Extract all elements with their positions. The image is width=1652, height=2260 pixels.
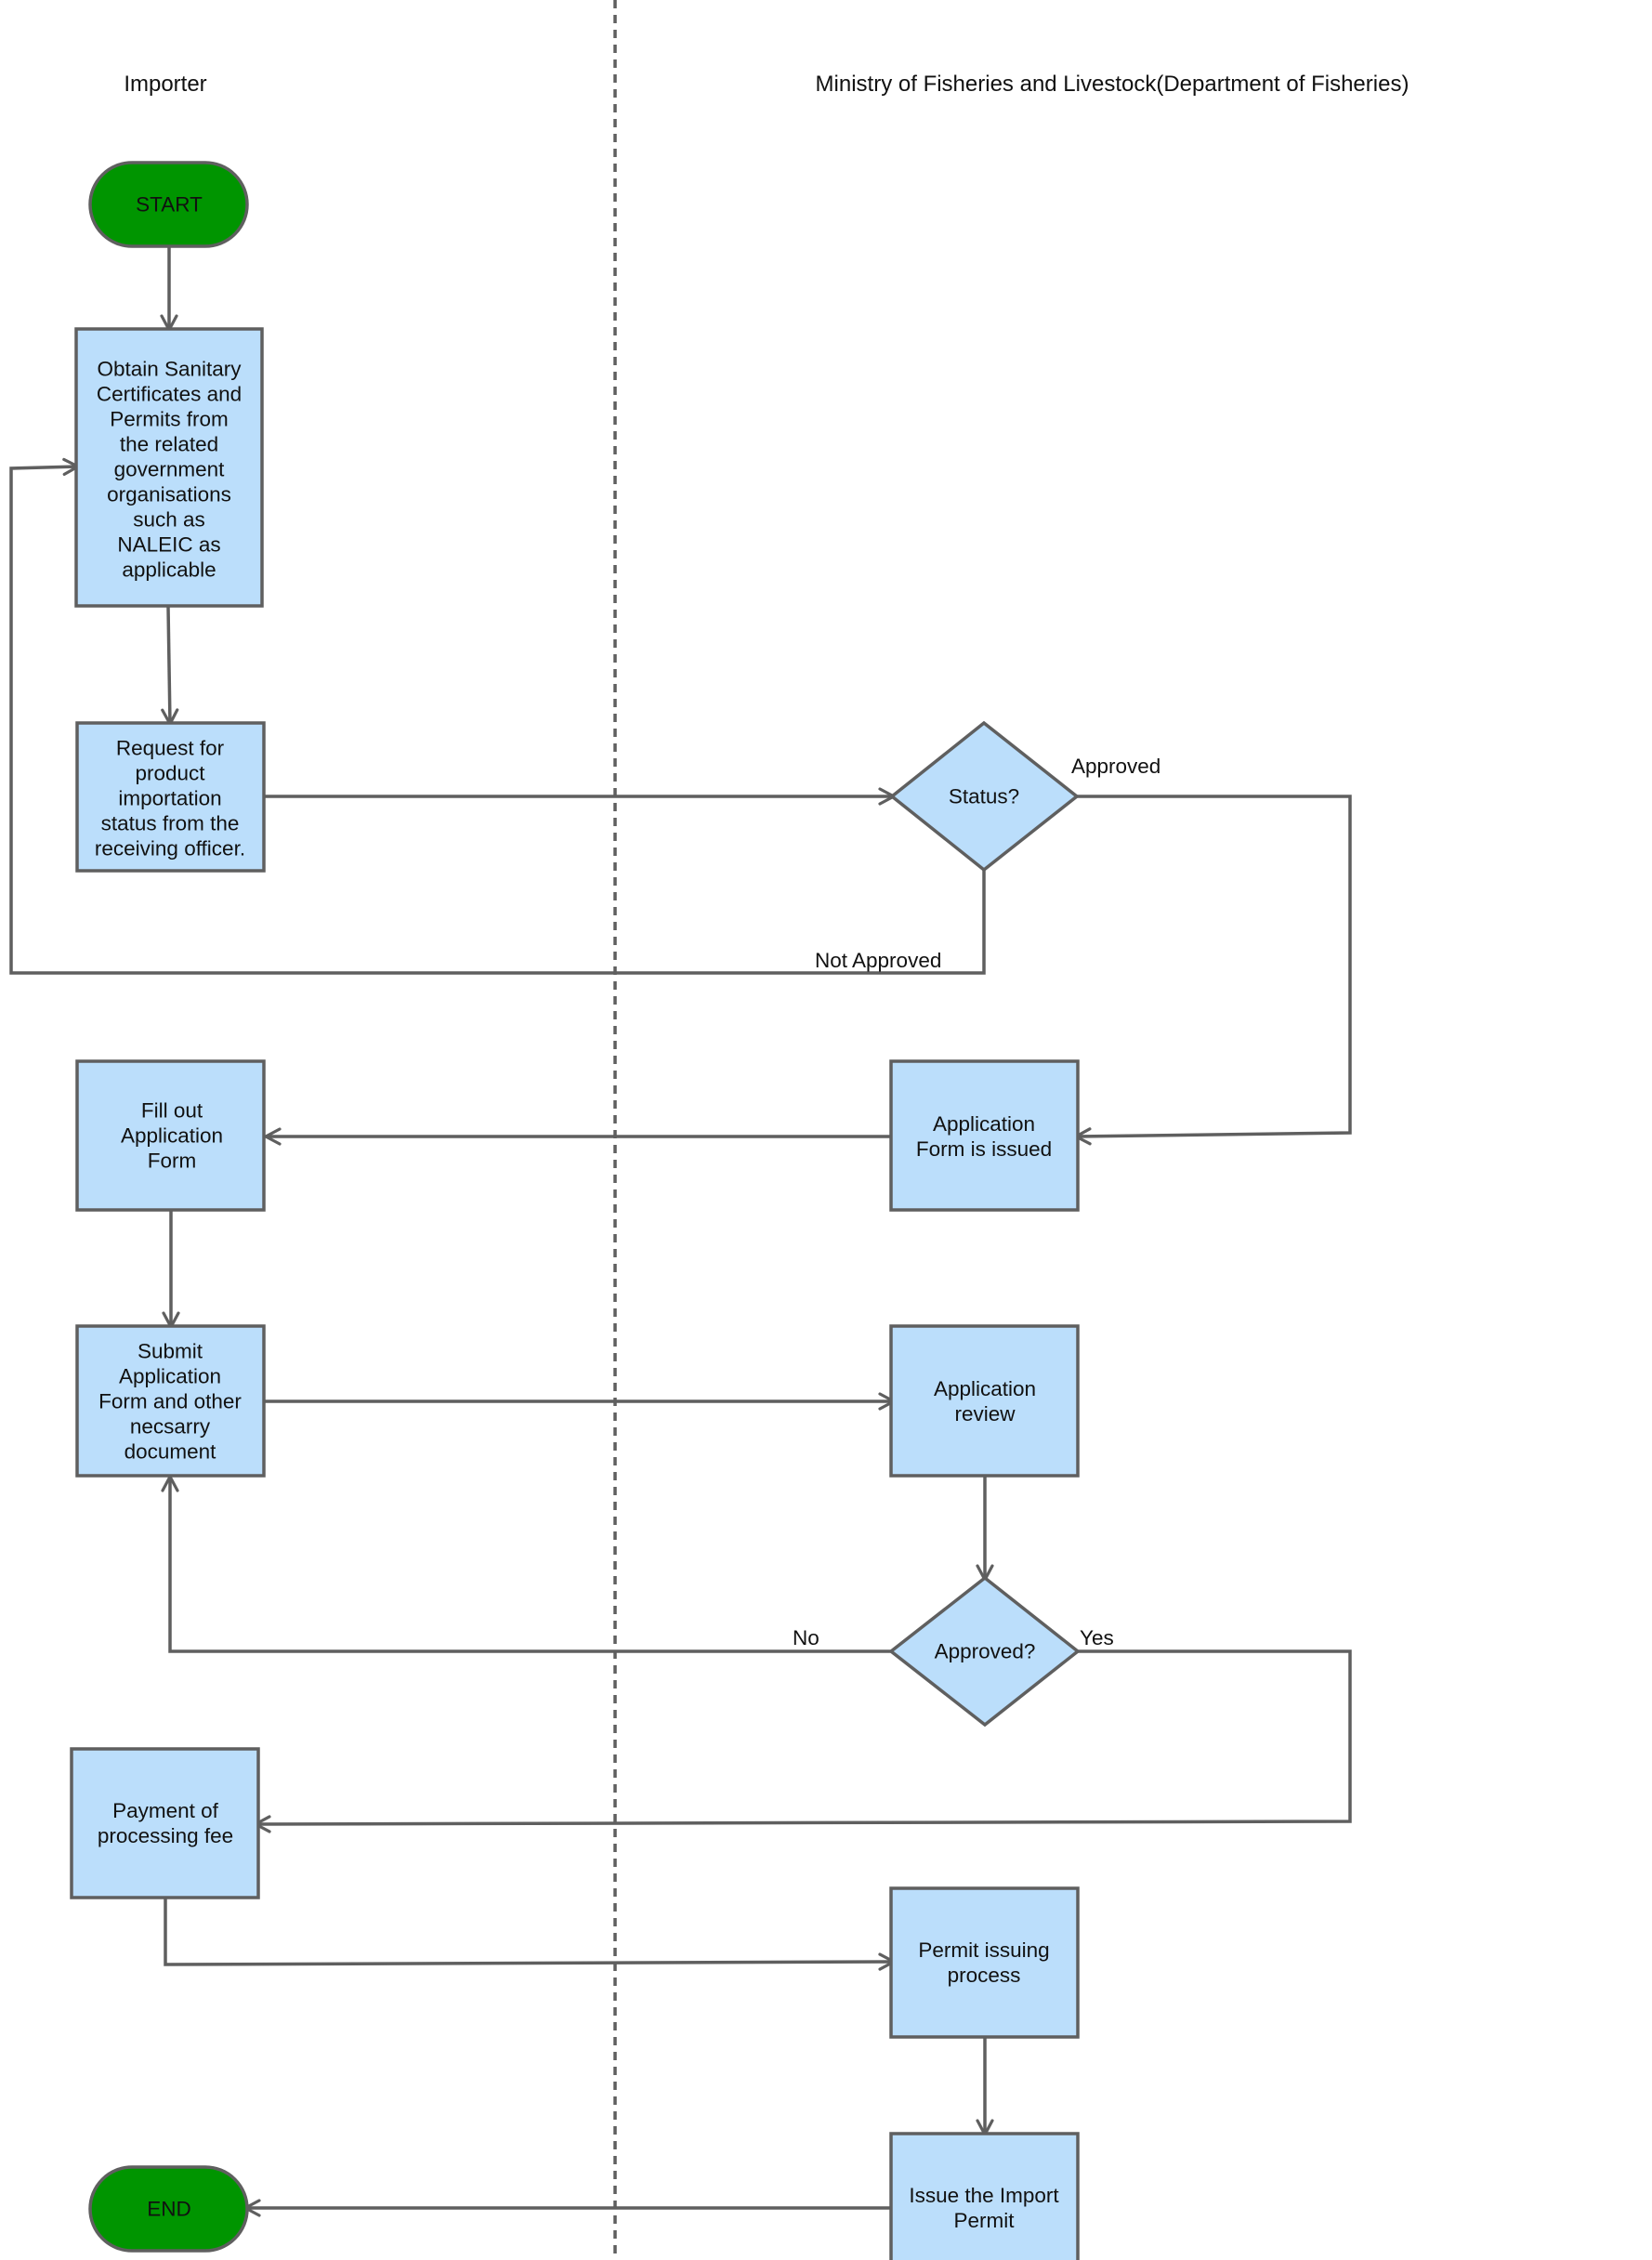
approved-decision: Approved? <box>888 1575 1081 1728</box>
edges <box>9 246 1352 2217</box>
edge-status-not-approved-loop <box>9 457 986 975</box>
node-label-line: START <box>136 193 203 217</box>
node-label-line: Permits from <box>110 408 229 431</box>
status-decision: Status? <box>889 720 1080 873</box>
node-label-line: Application <box>119 1365 221 1388</box>
edge-approved-no-to-submit <box>161 1475 891 1653</box>
edge-label-no: No <box>793 1626 819 1649</box>
node-label: END <box>147 2198 191 2221</box>
node-label-line: Approved? <box>935 1640 1036 1663</box>
node-label-line: Certificates and <box>97 383 242 406</box>
node-label-line: importation <box>118 787 221 810</box>
node-label-line: such as <box>133 508 205 532</box>
node-label-line: status from the <box>101 812 240 835</box>
node-label-line: Request for <box>116 737 225 760</box>
node-label-line: Submit <box>138 1340 203 1363</box>
edge-payment-to-permit-process <box>164 1898 896 1971</box>
node-label-line: applicable <box>122 558 216 582</box>
node-label-line: receiving officer. <box>95 837 245 861</box>
node-label-line: Issue the Import <box>909 2184 1059 2207</box>
node-label-line: processing fee <box>98 1824 233 1847</box>
edge-label-approved: Approved <box>1071 755 1160 778</box>
node-label-line: the related <box>120 433 218 456</box>
edge-obtain-to-request <box>161 606 179 726</box>
edge-status-approved-to-form-issued <box>1074 795 1352 1146</box>
node-label: START <box>136 193 203 217</box>
node-label-line: organisations <box>107 483 231 506</box>
node-label-line: Payment of <box>112 1799 219 1822</box>
start-node: START <box>88 161 249 248</box>
edge-label-yes: Yes <box>1080 1626 1114 1649</box>
node-label-line: government <box>114 458 226 481</box>
lane-title-ministry: Ministry of Fisheries and Livestock(Depa… <box>816 72 1409 97</box>
node-label-line: necsarry <box>130 1415 211 1439</box>
node-label-line: document <box>125 1440 217 1464</box>
edge-label-not-approved: Not Approved <box>815 949 941 972</box>
node-label: Approved? <box>935 1640 1036 1663</box>
node-label-line: Application <box>934 1377 1036 1400</box>
node-label-line: NALEIC as <box>117 533 220 557</box>
edge-approved-yes-to-payment <box>254 1649 1352 1833</box>
node-label-line: Form is issued <box>916 1137 1052 1161</box>
node-label-line: review <box>954 1402 1016 1426</box>
node-label-line: product <box>135 762 205 785</box>
node-label-line: Form and other <box>98 1390 242 1413</box>
node-label-line: Permit <box>953 2209 1015 2232</box>
node-label-line: END <box>147 2198 191 2221</box>
node-label-line: Status? <box>949 785 1019 808</box>
node-label-line: Permit issuing <box>918 1938 1049 1962</box>
node-label-line: Obtain Sanitary <box>97 358 242 381</box>
node-label: Status? <box>949 785 1019 808</box>
node-label-line: Application <box>933 1112 1035 1136</box>
node-label-line: Application <box>121 1124 223 1148</box>
node-label-line: process <box>948 1964 1021 1987</box>
end-node: END <box>88 2165 249 2253</box>
node-label-line: Fill out <box>141 1099 203 1123</box>
lane-title-importer: Importer <box>124 72 206 97</box>
node-label-line: Form <box>148 1150 197 1173</box>
